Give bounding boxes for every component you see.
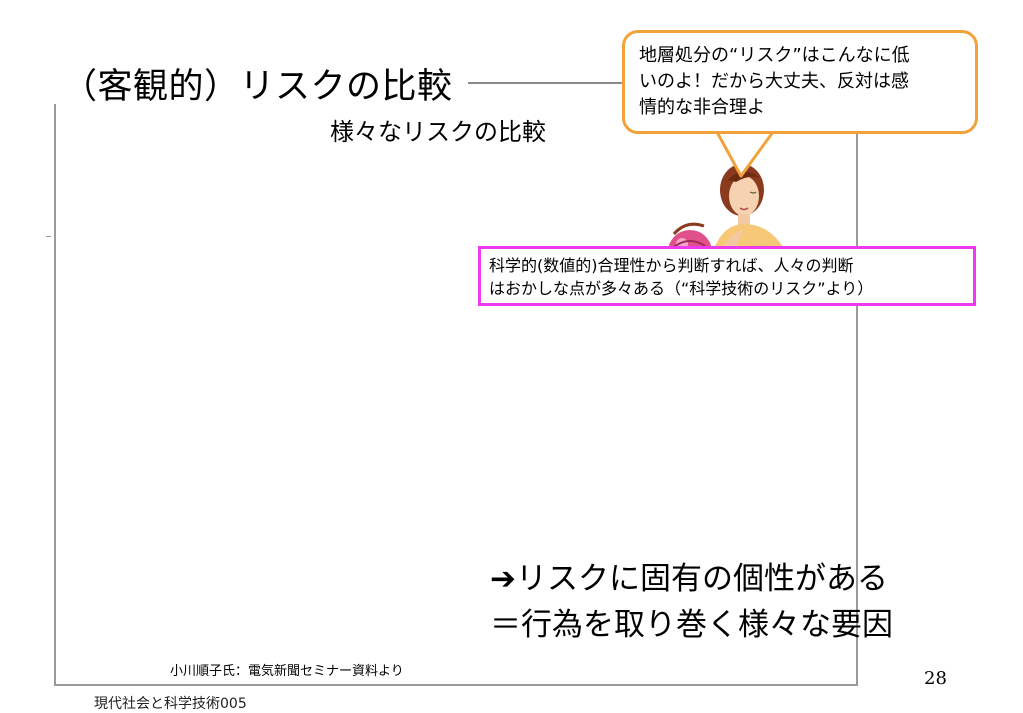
speech-bubble-line: いのよ！だから大丈夫、反対は感 (639, 71, 909, 92)
margin-mark (46, 236, 51, 237)
note-box-line: 科学的(数値的)合理性から判断すれば、人々の判断 (489, 256, 854, 275)
note-box: 科学的(数値的)合理性から判断すれば、人々の判断 はおかしな点が多々ある（“科学… (478, 246, 976, 306)
speech-bubble-line: 情的な非合理よ (639, 97, 765, 118)
speech-bubble-tail (715, 130, 775, 178)
frame-bottom-border (54, 684, 856, 686)
frame-right-border (856, 130, 858, 686)
slide-title: （客観的）リスクの比較 (62, 67, 453, 107)
slide-subtitle: 様々なリスクの比較 (330, 118, 546, 146)
frame-left-border (54, 104, 56, 684)
conclusion-line: ➔リスクに固有の個性がある (490, 561, 888, 597)
footer-course-label: 現代社会と科学技術005 (94, 696, 247, 712)
page-number: 28 (924, 668, 947, 689)
note-box-line: はおかしな点が多々ある（“科学技術のリスク”より） (489, 279, 874, 298)
speech-bubble: 地層処分の“リスク”はこんなに低 いのよ！だから大丈夫、反対は感 情的な非合理よ (622, 30, 978, 134)
conclusion-text: ➔リスクに固有の個性がある ＝行為を取り巻く様々な要因 (490, 556, 893, 648)
speech-bubble-line: 地層処分の“リスク”はこんなに低 (639, 45, 910, 66)
conclusion-line: ＝行為を取り巻く様々な要因 (490, 607, 893, 643)
source-note: 小川順子氏：電気新聞セミナー資料より (170, 664, 404, 679)
title-rule (468, 82, 628, 84)
